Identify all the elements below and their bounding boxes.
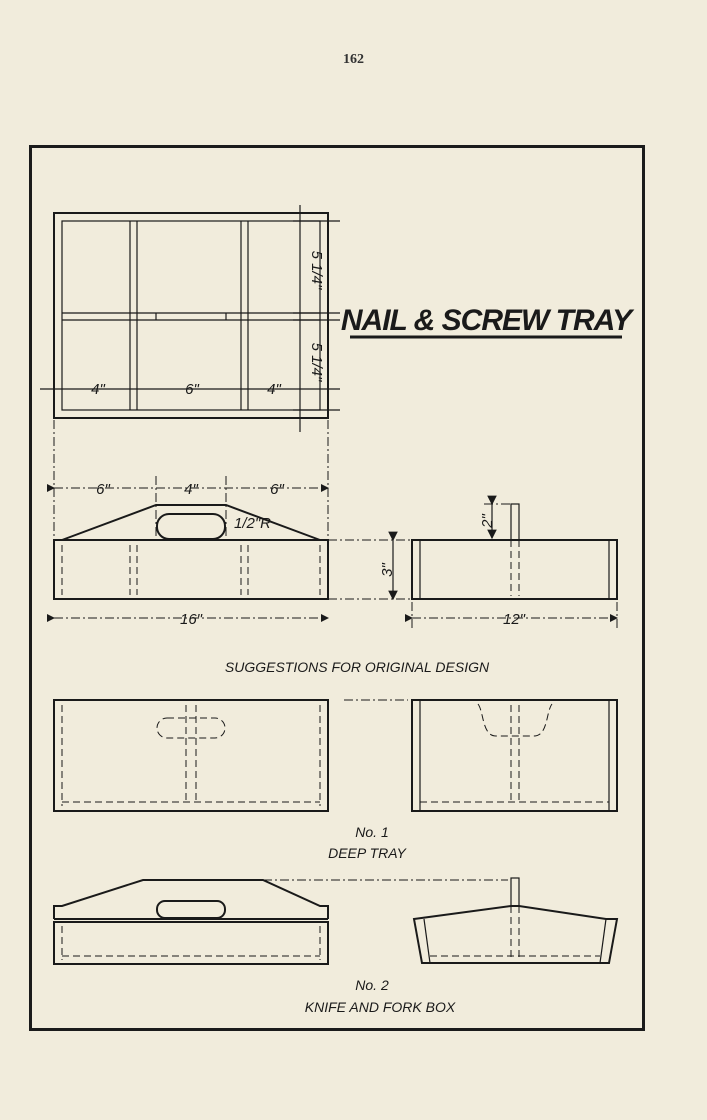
drawing-title: NAIL & SCREW TRAY: [341, 304, 635, 337]
design-1-deep-tray: No. 1 DEEP TRAY: [53, 699, 618, 861]
knife-box-end: [412, 905, 619, 964]
knife-box-handle-profile: [53, 879, 329, 919]
design-2-number: No. 2: [355, 977, 389, 993]
plan-outer-frame: [53, 212, 329, 419]
plan-height-label-top: 5 1/4": [308, 251, 325, 290]
side-view: 6" 4" 6" 1/2"R 3" 16": [47, 476, 412, 628]
radius-label: 1/2"R: [234, 515, 271, 532]
side-top-dim-1: 6": [96, 481, 110, 498]
side-top-dim-2: 4": [184, 481, 198, 498]
page-number: 162: [343, 52, 364, 67]
side-handle-profile: [61, 504, 321, 541]
side-top-dim-3: 6": [270, 481, 284, 498]
width-label: 12": [503, 611, 526, 628]
knife-box-side: [53, 921, 329, 965]
end-handle: [510, 503, 520, 541]
drawing-plate: [29, 145, 645, 1031]
design-1-name: DEEP TRAY: [328, 845, 407, 861]
knife-box-handle-hole: [156, 900, 226, 919]
deep-tray-end: [411, 699, 618, 812]
deep-tray-side: [53, 699, 329, 812]
height-label: 3": [379, 562, 396, 576]
design-1-number: No. 1: [355, 824, 388, 840]
plan-width-label-1: 4": [91, 381, 105, 398]
handle-height-label: 2": [479, 513, 496, 528]
plan-width-label-2: 6": [185, 381, 199, 398]
side-box: [53, 539, 329, 600]
plan-width-label-3: 4": [267, 381, 281, 398]
length-label: 16": [180, 611, 203, 628]
knife-box-end-handle: [510, 877, 520, 907]
end-box: [411, 539, 618, 600]
handle-hole: [156, 513, 226, 540]
suggestions-heading: SUGGESTIONS FOR ORIGINAL DESIGN: [225, 659, 490, 675]
design-2-knife-fork-box: No. 2 KNIFE AND FORK BOX: [53, 877, 619, 1015]
plan-height-label-bottom: 5 1/4": [308, 343, 325, 382]
design-2-name: KNIFE AND FORK BOX: [305, 999, 456, 1015]
title-block: NAIL & SCREW TRAY: [341, 304, 636, 339]
end-view: 2" 12": [405, 495, 618, 628]
